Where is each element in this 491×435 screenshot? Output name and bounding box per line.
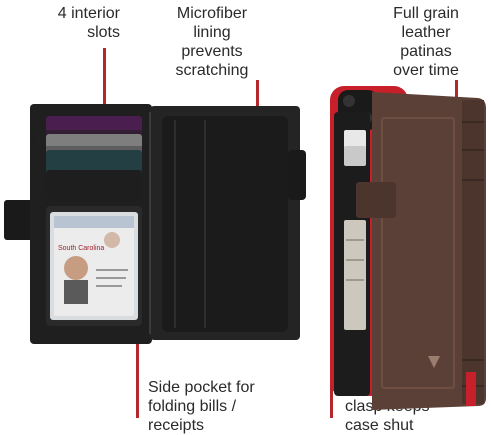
folded-bills xyxy=(344,220,366,330)
callout-interior-slots: 4 interior slots xyxy=(57,5,120,41)
callout-line-slots xyxy=(103,48,106,104)
open-wallet-case: South Carolina xyxy=(4,104,306,344)
magnetic-clasp xyxy=(356,182,396,218)
cover-spine xyxy=(462,100,484,404)
cover-emboss xyxy=(381,117,455,389)
id-state-label: South Carolina xyxy=(58,245,104,252)
brown-leather-cover xyxy=(372,92,486,410)
callout-side-pocket: Side pocket for folding bills / receipts xyxy=(148,379,255,434)
bookmark-ribbon xyxy=(466,372,476,406)
callout-microfiber-lining: Microfiber lining prevents scratching xyxy=(175,5,249,79)
microfiber-lining xyxy=(162,116,288,332)
id-photo xyxy=(64,256,88,280)
closed-case-with-phone xyxy=(330,86,486,410)
wallet-right-tab xyxy=(288,150,306,200)
brand-logo-icon xyxy=(428,356,440,368)
callout-full-grain-leather: Full grain leather patinas over time xyxy=(393,5,459,79)
